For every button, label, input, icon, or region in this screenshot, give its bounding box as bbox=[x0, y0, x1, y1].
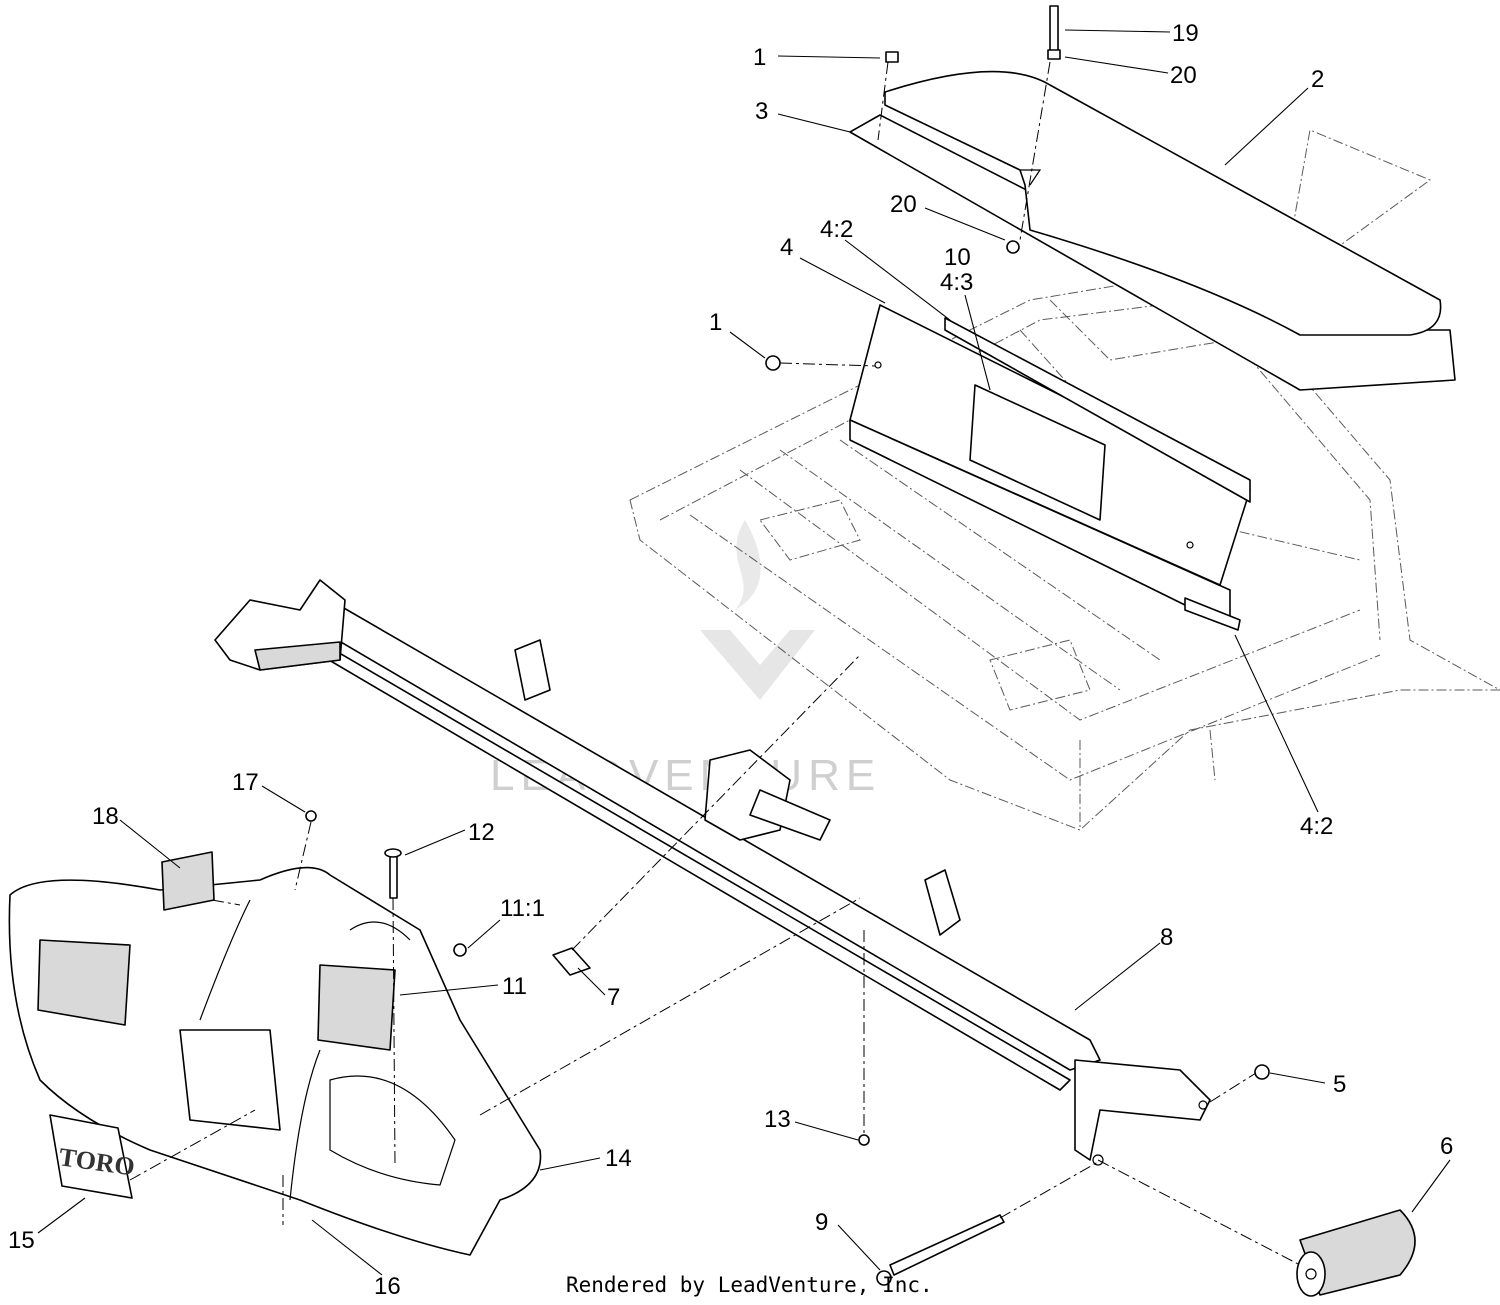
callout-20-top: 20 bbox=[1170, 62, 1197, 89]
leader-lines bbox=[37, 29, 1451, 1276]
callout-1-mid: 1 bbox=[709, 309, 722, 336]
callout-11-1: 11:1 bbox=[500, 895, 545, 922]
assembly-lines bbox=[129, 61, 1301, 1266]
callout-8: 8 bbox=[1160, 924, 1173, 951]
callout-12: 12 bbox=[468, 819, 495, 846]
callout-9: 9 bbox=[815, 1209, 828, 1236]
roller bbox=[1296, 1209, 1416, 1297]
render-credit: Rendered by LeadVenture, Inc. bbox=[566, 1273, 933, 1297]
callout-4-2-top: 4:2 bbox=[820, 216, 853, 243]
strip-4-2-top bbox=[944, 317, 1251, 503]
callout-17: 17 bbox=[232, 769, 259, 796]
callout-4: 4 bbox=[780, 234, 793, 261]
bolt-9 bbox=[876, 1214, 1005, 1286]
callout-18: 18 bbox=[92, 803, 119, 830]
decal-4-3 bbox=[969, 384, 1106, 521]
front-hood bbox=[8, 866, 542, 1256]
callout-4-2-bottom: 4:2 bbox=[1300, 813, 1333, 840]
callout-14: 14 bbox=[605, 1145, 632, 1172]
seat-cover bbox=[849, 70, 1456, 391]
callout-7: 7 bbox=[607, 984, 620, 1011]
callout-5: 5 bbox=[1333, 1071, 1346, 1098]
callout-13: 13 bbox=[764, 1106, 791, 1133]
callout-10: 10 bbox=[944, 244, 971, 271]
callout-4-3: 4:3 bbox=[940, 269, 973, 296]
callout-2: 2 bbox=[1311, 66, 1324, 93]
callout-1-top: 1 bbox=[753, 44, 766, 71]
headlight-left bbox=[37, 939, 131, 1026]
callout-16: 16 bbox=[374, 1273, 401, 1300]
decal-18 bbox=[161, 851, 215, 911]
headlight-right bbox=[317, 964, 396, 1051]
callout-15: 15 bbox=[8, 1227, 35, 1254]
callout-6: 6 bbox=[1440, 1133, 1453, 1160]
callouts: 1 19 20 2 3 20 4:2 4 10 4:3 1 4:2 17 18 … bbox=[8, 20, 1453, 1300]
callout-11: 11 bbox=[502, 973, 527, 1000]
front-bar bbox=[214, 579, 1211, 1166]
strip-4-2-bottom bbox=[1184, 597, 1241, 631]
fasteners bbox=[305, 5, 1270, 1146]
rear-panel bbox=[849, 304, 1251, 631]
callout-19: 19 bbox=[1172, 20, 1199, 47]
callout-3: 3 bbox=[755, 98, 768, 125]
callout-20-mid: 20 bbox=[890, 191, 917, 218]
